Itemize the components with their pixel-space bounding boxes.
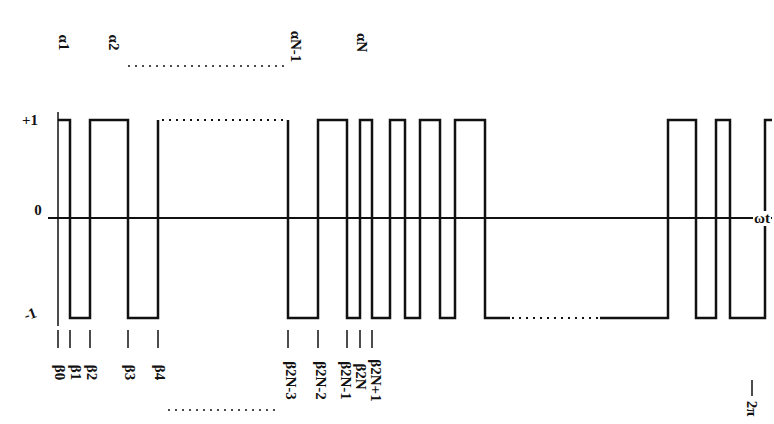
amplitude-label: 0: [34, 203, 42, 218]
dotted-leader: [168, 409, 278, 411]
time-axis: [48, 217, 772, 219]
dotted-continuation: [512, 317, 598, 319]
switching-angle-label: β2: [85, 364, 100, 379]
pulse-angle-label: α2: [107, 34, 122, 50]
switching-angle-label: β2N-3: [282, 361, 297, 400]
pulse-angle-label: α1: [57, 34, 72, 50]
switching-angle-label: β1: [69, 364, 84, 379]
switching-angle-label: β4: [153, 364, 168, 379]
amplitude-label: -1: [22, 305, 39, 323]
dotted-leader: [128, 65, 286, 67]
pulse-angle-label: αN-1: [288, 30, 303, 62]
angle-ticks: [58, 330, 752, 396]
axis-label: ωt: [753, 211, 771, 226]
switching-angle-label: β2N-2: [312, 361, 327, 400]
amplitude-axis: [57, 112, 59, 326]
switching-angle-label: β2N: [353, 363, 368, 389]
pulse-angle-label: αN: [355, 32, 370, 51]
switching-angle-label: β3: [123, 364, 138, 379]
switching-angle-label: β2N+1: [367, 359, 382, 401]
switching-angle-label: β0: [53, 364, 68, 379]
dotted-continuation: [162, 119, 286, 121]
period-label: 2π: [745, 400, 760, 416]
switching-angle-label: β2N-1: [337, 361, 352, 400]
switching-waveform: [58, 120, 772, 318]
amplitude-label: +1: [22, 113, 38, 128]
